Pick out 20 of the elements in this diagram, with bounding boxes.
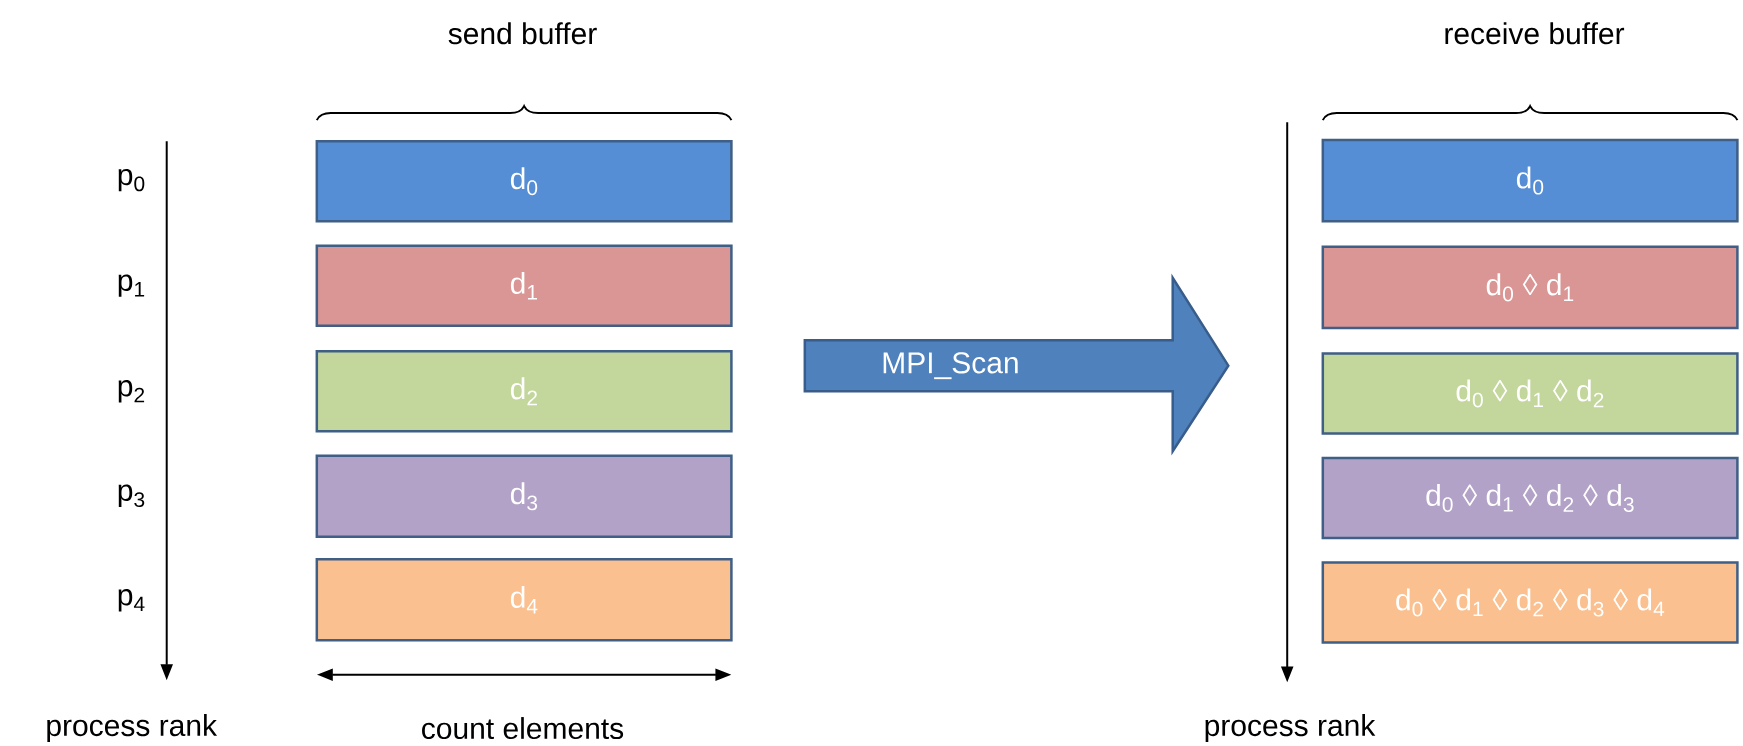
buffer-box: d$_{1}$ bbox=[315, 244, 733, 327]
rank-label: p$_{2}$ bbox=[118, 380, 145, 403]
dimension-label: count elements bbox=[422, 717, 624, 740]
axis-label: process rank bbox=[1205, 714, 1376, 743]
rank-label: p$_{3}$ bbox=[118, 484, 145, 507]
rank-label: p$_{1}$ bbox=[118, 274, 145, 297]
buffer-box: d$_{0}$ ◊ d$_{1}$ ◊ d$_{2}$ ◊ d$_{3}$ bbox=[1321, 456, 1739, 540]
buffer-label: send buffer bbox=[448, 22, 597, 45]
buffer-box: d$_{4}$ bbox=[315, 557, 733, 642]
rank-label: p$_{0}$ bbox=[118, 168, 145, 192]
buffer-box: d$_{3}$ bbox=[315, 454, 733, 539]
buffer-box: d$_{0}$ ◊ d$_{1}$ ◊ d$_{2}$ ◊ d$_{3}$ ◊ d$_{4}$ bbox=[1321, 561, 1739, 644]
axis-label: process rank bbox=[47, 714, 218, 743]
buffer-box: d$_{0}$ ◊ d$_{1}$ bbox=[1321, 245, 1739, 330]
rank-label: p$_{4}$ bbox=[118, 589, 145, 612]
buffer-label: receive buffer bbox=[1445, 22, 1625, 45]
buffer-box: d$_{0}$ bbox=[1321, 138, 1739, 223]
buffer-box: d$_{2}$ bbox=[315, 350, 733, 433]
buffer-box: d$_{0}$ ◊ d$_{1}$ ◊ d$_{2}$ bbox=[1321, 352, 1739, 435]
buffer-box: d$_{0}$ bbox=[315, 139, 733, 223]
